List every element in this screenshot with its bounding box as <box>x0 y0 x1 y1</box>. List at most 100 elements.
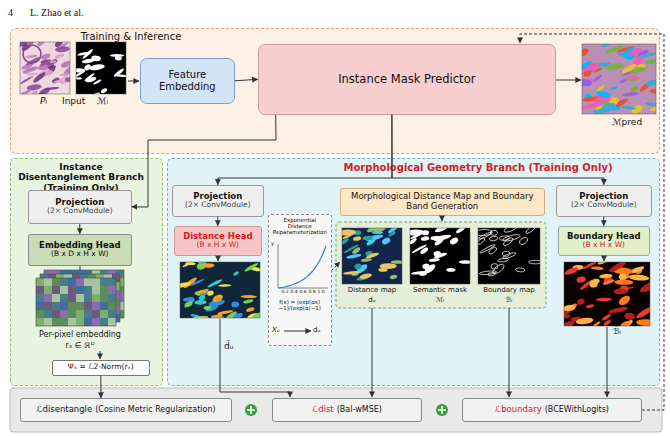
embedding-cell <box>92 302 100 310</box>
image-blob <box>422 230 430 236</box>
embedding-layer <box>40 274 120 322</box>
image-blob <box>25 56 40 67</box>
embedding-cell <box>88 282 96 290</box>
image-blob <box>346 253 362 259</box>
image-blob <box>433 252 447 260</box>
embedding-cell <box>92 302 100 310</box>
image-blob <box>76 70 85 78</box>
embedding-cell <box>84 302 92 310</box>
image-blob <box>222 310 238 318</box>
image-background <box>76 42 126 94</box>
image-blob <box>518 236 528 245</box>
image-blob <box>27 54 37 58</box>
image-blob <box>372 231 383 234</box>
image-blob <box>30 90 37 94</box>
image-blob <box>202 263 214 268</box>
image-blob <box>85 76 97 83</box>
image-blob <box>622 319 634 326</box>
flow-arrow <box>607 327 608 397</box>
embedding-layer <box>36 278 116 326</box>
embedding-cell <box>52 286 60 294</box>
node-title: Projection <box>579 192 628 202</box>
image-blob <box>20 42 34 48</box>
image-blob <box>76 68 86 73</box>
image-blob <box>190 314 199 318</box>
image-blob <box>592 279 599 284</box>
embedding-cell <box>52 310 60 318</box>
image-blob <box>628 65 648 75</box>
flow-arrow <box>220 319 290 397</box>
node-subtitle: (2× ConvModule) <box>571 201 637 210</box>
embedding-cell <box>88 306 96 314</box>
embedding-cell <box>96 298 104 306</box>
embedding-cell <box>52 294 60 302</box>
image-blob <box>59 73 70 77</box>
image-frame <box>180 262 260 318</box>
figure-label: rₓ ∈ ℝᴰ <box>24 342 136 350</box>
image-blob <box>614 289 628 295</box>
head-box: Boundary Head(B x H x W) <box>558 226 650 256</box>
embedding-cell <box>80 282 88 290</box>
embedding-cell <box>68 310 76 318</box>
image-thumbnail <box>180 262 260 318</box>
image-blob <box>192 316 209 318</box>
image-blob <box>208 313 224 318</box>
embedding-cell <box>48 282 56 290</box>
image-blob <box>20 42 31 50</box>
flow-connector <box>217 217 218 226</box>
embedding-cell <box>92 294 100 302</box>
embedding-cell <box>100 294 108 302</box>
stage-band: Training & InferenceFeature EmbeddingIns… <box>10 28 660 154</box>
embedding-cell <box>80 314 88 322</box>
figure-label: Input <box>62 97 85 106</box>
image-blob <box>65 77 70 82</box>
embedding-cell <box>112 298 120 306</box>
figure-label: ℬ̂ᵢ <box>613 328 621 336</box>
image-blob <box>598 101 616 114</box>
image-blob <box>381 236 391 245</box>
image-blob <box>489 236 498 241</box>
image-blob <box>365 252 379 260</box>
image-blob <box>40 59 48 65</box>
image-blob <box>645 78 656 87</box>
embedding-cell <box>36 286 44 294</box>
embedding-cell <box>100 286 108 294</box>
node-subtitle: (Cosine Metric Regularization) <box>95 405 215 414</box>
image-blob <box>194 291 207 296</box>
map-panel <box>336 222 546 308</box>
image-blob <box>620 105 636 110</box>
embedding-cell <box>60 318 68 326</box>
embedding-cell <box>44 302 52 310</box>
image-background <box>342 228 402 284</box>
image-blob <box>529 260 540 264</box>
image-blob <box>429 258 440 262</box>
embedding-cell <box>80 274 88 282</box>
embedding-cell <box>60 310 68 318</box>
image-blob <box>410 229 424 236</box>
image-blob <box>601 313 612 321</box>
image-blob <box>478 231 493 240</box>
image-blob <box>618 45 636 57</box>
image-blob <box>617 294 632 307</box>
image-blob <box>38 58 52 69</box>
image-blob <box>636 52 656 60</box>
image-blob <box>36 42 45 47</box>
node-title: Ψₓ = ℒ2-Norm(rₓ) <box>68 363 134 372</box>
figure-label: 4 <box>8 8 13 18</box>
image-blob <box>582 82 590 86</box>
image-blob <box>48 60 56 64</box>
image-blob <box>602 279 615 286</box>
image-blob <box>206 290 214 297</box>
image-blob <box>60 60 70 70</box>
embedding-cell <box>60 310 68 318</box>
node-subtitle: (Bal-wMSE) <box>337 405 382 414</box>
embedding-cell <box>44 294 52 302</box>
embedding-cell <box>40 290 48 298</box>
image-blob <box>637 49 650 58</box>
figure-label: 0.4 <box>289 290 299 295</box>
image-blob <box>77 51 89 56</box>
image-blob <box>359 272 372 279</box>
embedding-cell <box>68 318 76 326</box>
image-blob <box>593 66 603 73</box>
embedding-cell <box>60 278 68 286</box>
